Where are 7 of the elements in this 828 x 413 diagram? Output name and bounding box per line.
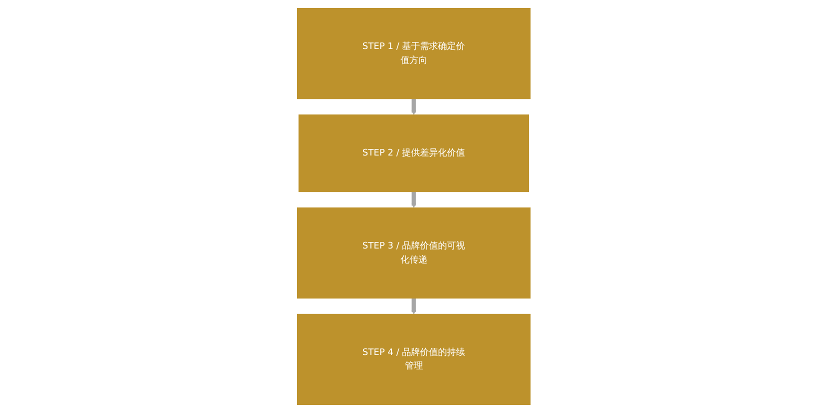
node-box: STEP 2 / 提供差异化价值 <box>298 114 530 192</box>
node-box: STEP 4 / 品牌价值的持续管理 <box>297 314 531 406</box>
arrow <box>412 298 416 314</box>
node-box: STEP 1 / 基于需求确定价值方向 <box>297 8 531 100</box>
node-box: STEP 3 / 品牌价值的可视化传递 <box>297 207 531 299</box>
arrow <box>412 98 416 115</box>
arrow <box>412 192 416 208</box>
